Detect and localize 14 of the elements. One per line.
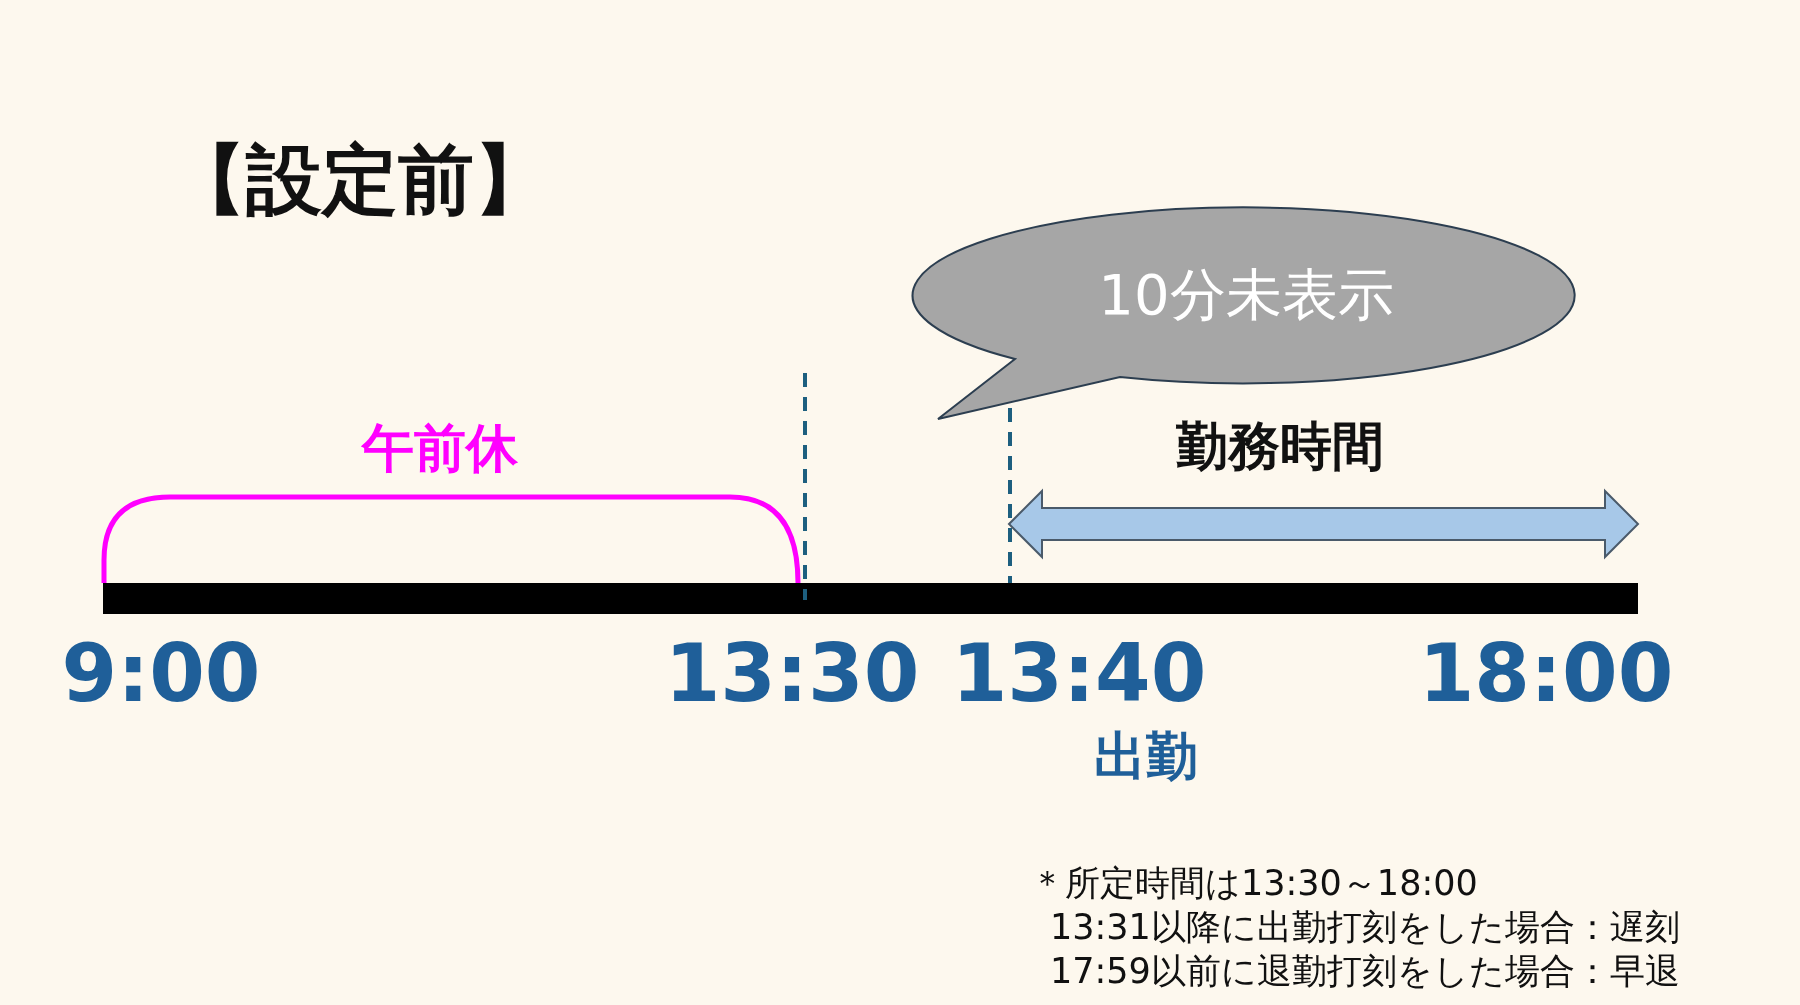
time-label: 13:40 <box>951 634 1207 714</box>
note-text: 17:59以前に退勤打刻をした場合：早退 <box>1050 954 1680 989</box>
time-label: 13:30 <box>664 634 920 714</box>
period-label: 午前休 <box>362 422 518 474</box>
time-label: 9:00 <box>61 634 261 714</box>
event-label: 出勤 <box>1094 730 1198 782</box>
note-text: 13:31以降に出勤打刻をした場合：遅刻 <box>1050 910 1680 945</box>
note-text: ＊所定時間は13:30～18:00 <box>1030 866 1478 901</box>
time-label: 18:00 <box>1418 634 1674 714</box>
period-label: 勤務時間 <box>1176 420 1384 472</box>
bubble-text: 10分未表示 <box>1098 267 1394 323</box>
title: 【設定前】 <box>170 142 550 218</box>
dashed-line <box>1008 408 1012 583</box>
timeline-bar <box>103 583 1638 614</box>
